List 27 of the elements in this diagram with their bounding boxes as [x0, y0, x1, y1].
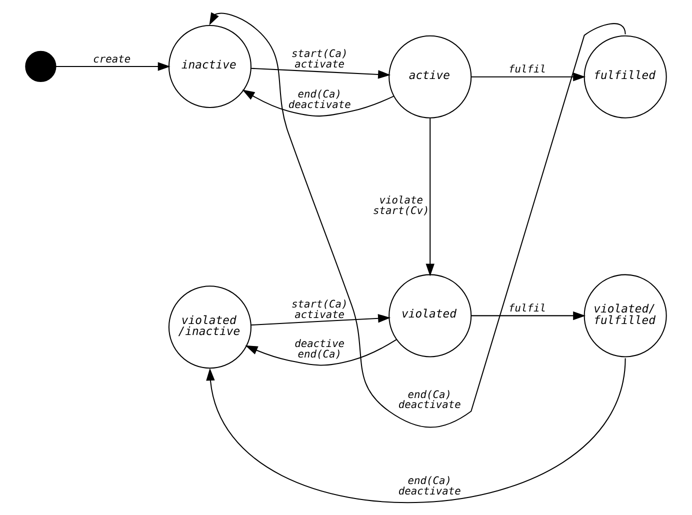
arrow — [242, 89, 394, 116]
arrow — [471, 310, 586, 320]
arrow — [206, 358, 626, 502]
arrow — [471, 72, 586, 81]
node-circle — [25, 50, 56, 82]
arrow — [56, 62, 170, 70]
arrow — [245, 338, 397, 366]
edge-label: fulfil — [508, 63, 546, 76]
edge-label: violate start(Cv) — [373, 194, 430, 217]
node-circle: inactive — [168, 24, 252, 108]
arrow — [426, 118, 434, 276]
edge-label: create — [93, 52, 131, 65]
node-circle: violated /inactive — [168, 285, 252, 368]
edge-label: start(Ca) activate — [291, 48, 348, 70]
arrow — [209, 12, 626, 428]
node-circle: violated/ fulfilled — [584, 274, 667, 357]
edge-label: start(Ca) activate — [291, 298, 348, 320]
node-circle: fulfilled — [584, 34, 667, 118]
edge-label: fulfil — [508, 302, 546, 314]
edge-label: end(Ca) deactivate — [398, 474, 461, 497]
edge-label: deactive end(Ca) — [294, 337, 345, 360]
node-circle: violated — [388, 274, 472, 357]
node-circle: active — [388, 34, 472, 118]
edge-label: end(Ca) deactivate — [398, 388, 461, 411]
edge-label: end(Ca) deactivate — [288, 88, 351, 111]
arrow — [250, 314, 391, 326]
arrow — [250, 67, 391, 78]
